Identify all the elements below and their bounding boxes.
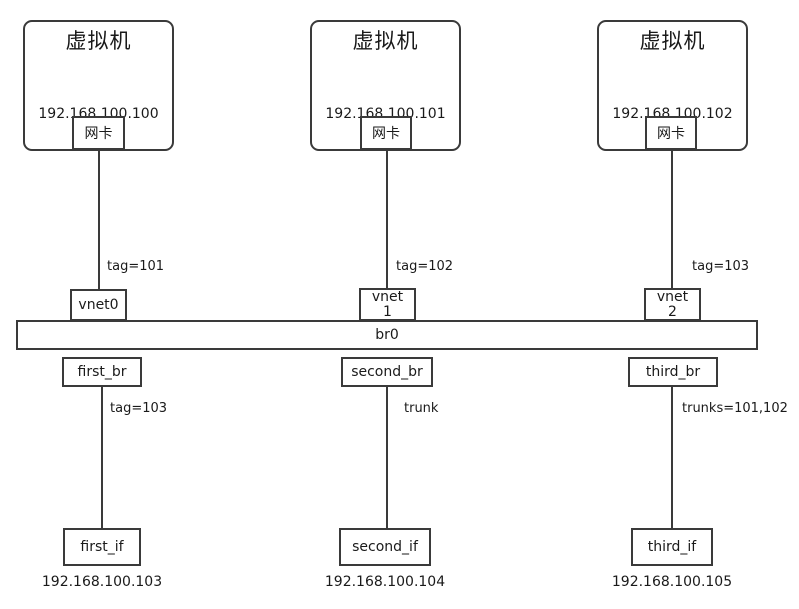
ovs-port-third-br[interactable]: third_br (628, 357, 718, 387)
link-third-br-to-third-if (671, 386, 673, 529)
ovs-port-vnet1[interactable]: vnet 1 (359, 288, 416, 321)
vm-node-3[interactable]: 虚拟机 192.168.100.102 (597, 20, 748, 151)
link-vm1-to-vnet0 (98, 150, 100, 290)
link-second-br-to-second-if (386, 386, 388, 529)
link-vm3-to-vnet2 (671, 150, 673, 290)
ovs-port-vnet2[interactable]: vnet 2 (644, 288, 701, 321)
link-vm2-to-vnet1 (386, 150, 388, 290)
vm-node-2[interactable]: 虚拟机 192.168.100.101 (310, 20, 461, 151)
vm-ip-3: 192.168.100.102 (612, 106, 733, 122)
ovs-bridge-br0[interactable]: br0 (16, 320, 758, 350)
vm-nic-2[interactable]: 网卡 (360, 116, 412, 150)
ovs-port-vnet1-label-line1: vnet (371, 288, 404, 305)
ovs-port-vnet0-label: vnet0 (78, 297, 119, 313)
ovs-port-first-br[interactable]: first_br (62, 357, 142, 387)
ovs-port-vnet2-label-line1: vnet (656, 288, 689, 305)
vm-ip-2: 192.168.100.101 (325, 106, 446, 122)
edge-label-tag-vnet0: tag=101 (107, 259, 165, 274)
interface-second-if-ip: 192.168.100.104 (324, 574, 446, 590)
vm-nic-3[interactable]: 网卡 (645, 116, 697, 150)
vm-title-3: 虚拟机 (639, 29, 706, 53)
edge-label-tag-vnet2: tag=103 (692, 259, 750, 274)
interface-third-if-ip: 192.168.100.105 (611, 574, 733, 590)
vm-nic-1[interactable]: 网卡 (72, 116, 125, 150)
ovs-port-vnet1-label-line2: 1 (383, 303, 392, 320)
ovs-port-vnet0[interactable]: vnet0 (70, 289, 127, 321)
interface-first-if-ip: 192.168.100.103 (41, 574, 163, 590)
edge-label-second-br-vlan: trunk (404, 401, 439, 416)
vm-title-1: 虚拟机 (65, 29, 132, 53)
ovs-port-second-br[interactable]: second_br (341, 357, 433, 387)
link-first-br-to-first-if (101, 386, 103, 529)
edge-label-third-br-vlan: trunks=101,102 (682, 401, 788, 416)
interface-second-if[interactable]: second_if (339, 528, 431, 566)
interface-third-if[interactable]: third_if (631, 528, 713, 566)
edge-label-first-br-vlan: tag=103 (110, 401, 168, 416)
vm-ip-1: 192.168.100.100 (38, 106, 159, 122)
edge-label-tag-vnet1: tag=102 (396, 259, 454, 274)
interface-first-if[interactable]: first_if (63, 528, 141, 566)
vm-title-2: 虚拟机 (352, 29, 419, 53)
ovs-port-vnet2-label-line2: 2 (668, 303, 677, 320)
